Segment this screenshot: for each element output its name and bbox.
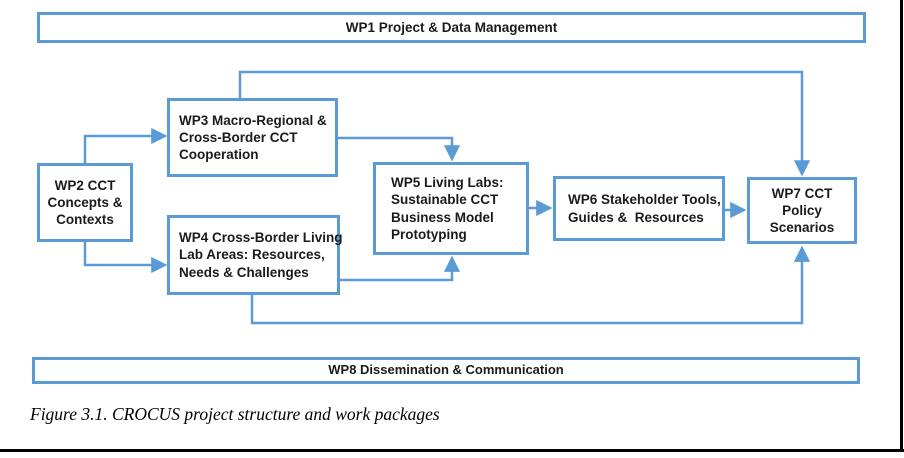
wp7-label: WP7 CCT Policy Scenarios <box>769 185 835 236</box>
wp6-label: WP6 Stakeholder Tools, Guides & Resource… <box>568 192 721 225</box>
figure-caption: Figure 3.1. CROCUS project structure and… <box>30 404 440 424</box>
wp8-label: WP8 Dissemination & Communication <box>328 362 564 378</box>
wp2-box: WP2 CCT Concepts & Contexts <box>37 163 133 242</box>
frame-border-bottom <box>0 449 904 452</box>
frame-border-right <box>900 0 903 452</box>
wp4-box: WP4 Cross-Border Living Lab Areas: Resou… <box>167 215 343 295</box>
connector-wp2-to-wp3 <box>83 127 168 163</box>
wp4-label: WP4 Cross-Border Living Lab Areas: Resou… <box>179 230 343 280</box>
wp5-label: WP5 Living Labs: Sustainable CCT Busines… <box>391 174 504 242</box>
wp1-box: WP1 Project & Data Management <box>37 12 866 43</box>
wp5-box: WP5 Living Labs: Sustainable CCT Busines… <box>373 162 529 255</box>
wp3-box: WP3 Macro-Regional & Cross-Border CCT Co… <box>167 98 338 177</box>
connector-wp3-to-wp5-top <box>338 136 461 162</box>
wp1-label: WP1 Project & Data Management <box>345 19 558 35</box>
wp2-label: WP2 CCT Concepts & Contexts <box>47 177 123 228</box>
connector-wp4-to-wp7-bottom <box>250 245 811 325</box>
wp3-label: WP3 Macro-Regional & Cross-Border CCT Co… <box>179 112 327 163</box>
wp8-box: WP8 Dissemination & Communication <box>32 357 860 384</box>
connector-wp4-to-wp5-bottom <box>340 255 461 282</box>
wp7-box: WP7 CCT Policy Scenarios <box>747 177 857 244</box>
connector-wp2-to-wp4 <box>83 242 168 274</box>
connector-wp3-to-wp7-top <box>238 70 811 177</box>
wp6-box: WP6 Stakeholder Tools, Guides & Resource… <box>553 176 725 241</box>
